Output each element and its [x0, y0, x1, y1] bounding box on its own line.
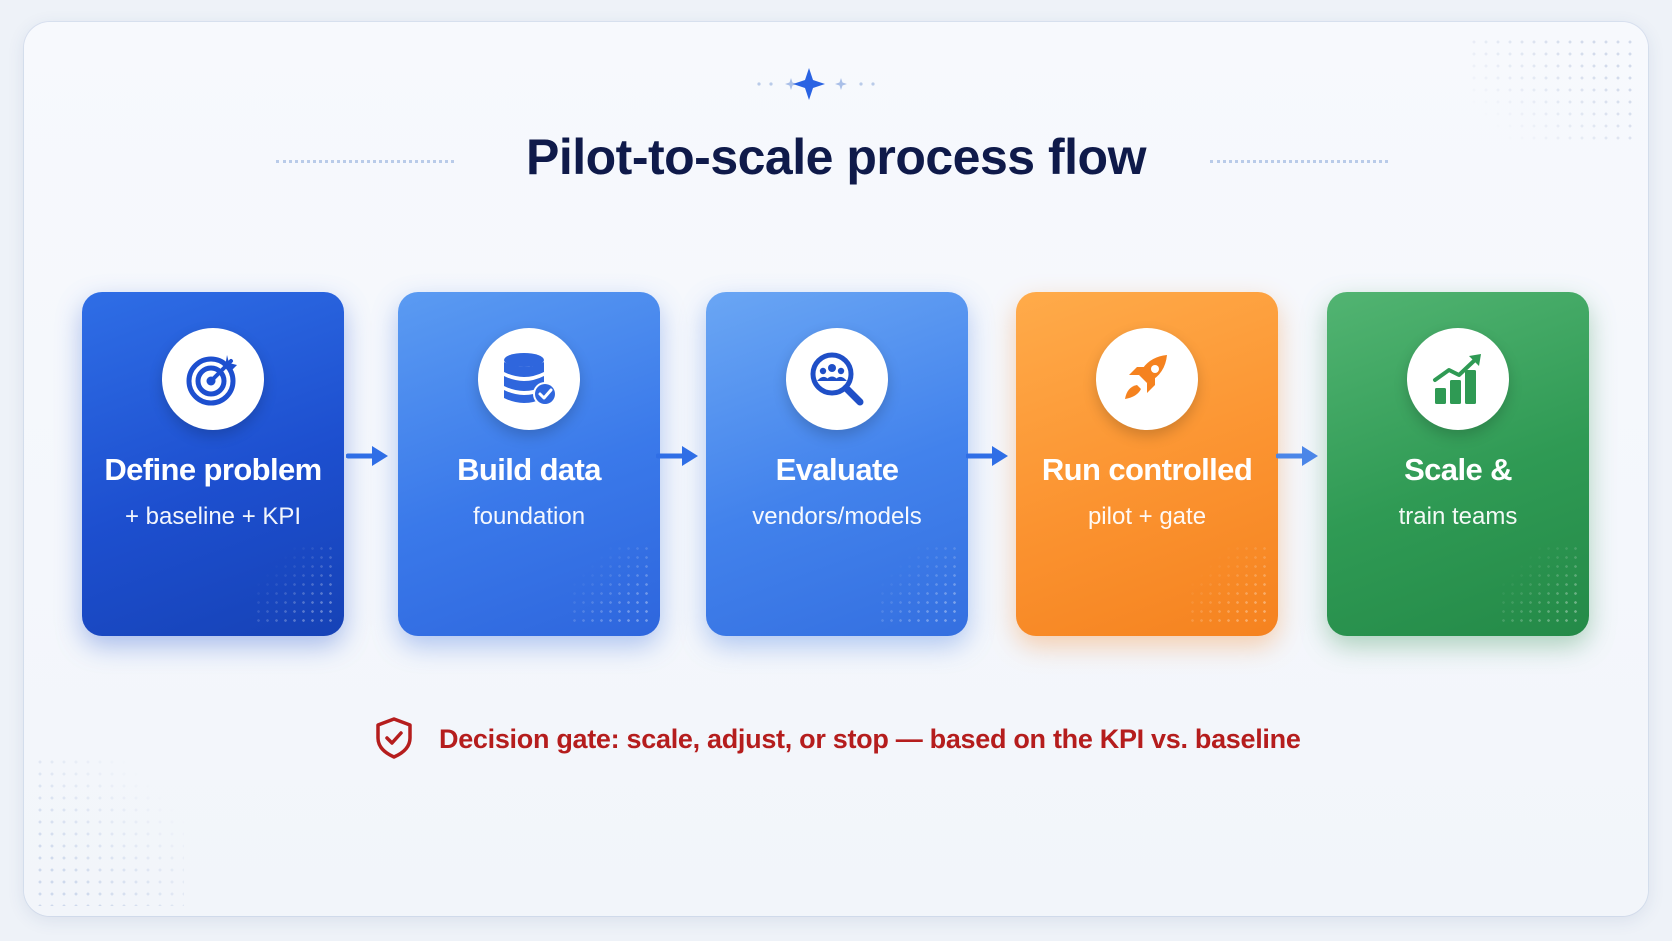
arrow-right-icon: [656, 446, 698, 466]
arrow-right-icon: [1276, 446, 1318, 466]
icon-badge: [162, 328, 264, 430]
step-subtitle: pilot + gate: [1087, 503, 1207, 530]
decision-gate-note: Decision gate: scale, adjust, or stop — …: [374, 716, 1314, 762]
step-title: Scale &: [1404, 452, 1512, 487]
sparkle-icon: [757, 68, 875, 100]
step-evaluate: Evaluate vendors/models: [706, 292, 968, 636]
card-texture: [878, 544, 958, 624]
step-subtitle: foundation: [472, 503, 586, 530]
step-subtitle: + baseline + KPI: [124, 503, 302, 530]
step-title: Run controlled: [1041, 452, 1253, 487]
arrow-right-icon: [966, 446, 1008, 466]
decision-gate-text: Decision gate: scale, adjust, or stop — …: [439, 724, 1301, 754]
step-scale: Scale & train teams: [1327, 292, 1589, 636]
rocket-icon: [1125, 355, 1167, 399]
step-title: Evaluate: [775, 452, 899, 487]
target-icon: [186, 355, 237, 406]
icon-badge: [478, 328, 580, 430]
title-row: Pilot-to-scale process flow: [24, 122, 1648, 192]
card-texture: [254, 544, 334, 624]
step-subtitle: train teams: [1398, 503, 1518, 530]
diagram-canvas: Pilot-to-scale process flow Define probl…: [24, 22, 1648, 916]
icon-badge: [786, 328, 888, 430]
title-divider-right: [1210, 160, 1388, 163]
diagram-title: Pilot-to-scale process flow: [526, 129, 1146, 185]
database-check-icon: [504, 353, 557, 406]
card-texture: [570, 544, 650, 624]
card-texture: [1499, 544, 1579, 624]
decorative-dots-top-right: [1468, 36, 1638, 146]
step-define-problem: Define problem + baseline + KPI: [82, 292, 344, 636]
icon-badge: [1096, 328, 1198, 430]
step-build-data: Build data foundation: [398, 292, 660, 636]
search-people-icon: [810, 352, 864, 406]
step-title: Define problem: [104, 452, 322, 487]
decorative-dots-bottom-left: [34, 756, 184, 906]
step-run-controlled: Run controlled pilot + gate: [1016, 292, 1278, 636]
growth-chart-icon: [1433, 354, 1481, 404]
title-divider-left: [276, 160, 454, 163]
arrow-right-icon: [346, 446, 388, 466]
shield-check-icon: [376, 717, 412, 759]
step-subtitle: vendors/models: [752, 503, 922, 530]
step-title: Build data: [457, 452, 601, 487]
icon-badge: [1407, 328, 1509, 430]
card-texture: [1188, 544, 1268, 624]
